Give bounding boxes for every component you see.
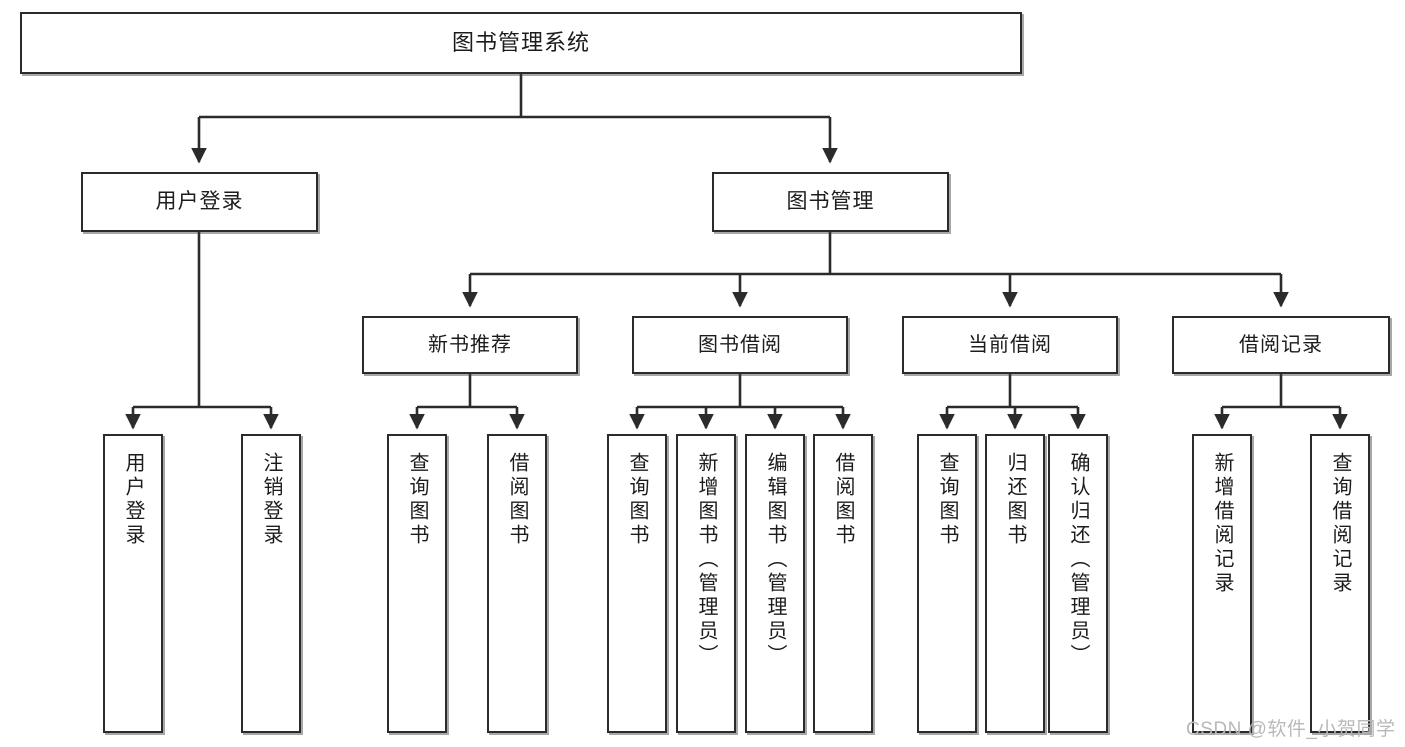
leaf-user-login-login[interactable]: 用户登录 — [103, 434, 163, 733]
node-label: 新书推荐 — [428, 333, 512, 356]
node-label: 图书管理 — [786, 189, 875, 213]
leaf-book-borrow-borrow[interactable]: 借阅图书 — [813, 434, 873, 733]
node-label: 注销登录 — [260, 452, 282, 548]
leaf-book-borrow-edit[interactable]: 编辑图书（管理员） — [745, 434, 805, 733]
node-label: 查询图书 — [406, 452, 428, 548]
node-label: 确认归还（管理员） — [1067, 452, 1089, 668]
node-book-management[interactable]: 图书管理 — [712, 172, 949, 232]
leaf-current-borrow-confirm-return[interactable]: 确认归还（管理员） — [1048, 434, 1108, 733]
leaf-borrow-record-query[interactable]: 查询借阅记录 — [1310, 434, 1370, 733]
node-label: 当前借阅 — [968, 333, 1052, 356]
leaf-user-login-logout[interactable]: 注销登录 — [241, 434, 301, 733]
node-label: 新增图书（管理员） — [695, 452, 717, 668]
node-new-book-recommend[interactable]: 新书推荐 — [362, 316, 578, 374]
node-label: 借阅记录 — [1239, 333, 1323, 356]
leaf-book-borrow-query[interactable]: 查询图书 — [607, 434, 667, 733]
node-label: 查询图书 — [936, 452, 958, 548]
node-label: 编辑图书（管理员） — [764, 452, 786, 668]
node-label: 查询借阅记录 — [1329, 452, 1351, 596]
node-label: 归还图书 — [1004, 452, 1026, 548]
node-label: 用户登录 — [155, 189, 244, 213]
leaf-new-book-query[interactable]: 查询图书 — [387, 434, 447, 733]
node-label: 借阅图书 — [506, 452, 528, 548]
node-root-system[interactable]: 图书管理系统 — [20, 12, 1022, 74]
node-borrow-record[interactable]: 借阅记录 — [1172, 316, 1390, 374]
node-label: 新增借阅记录 — [1211, 452, 1233, 596]
leaf-current-borrow-query[interactable]: 查询图书 — [917, 434, 977, 733]
node-book-borrow[interactable]: 图书借阅 — [632, 316, 848, 374]
node-current-borrow[interactable]: 当前借阅 — [902, 316, 1118, 374]
leaf-current-borrow-return[interactable]: 归还图书 — [985, 434, 1045, 733]
node-user-login[interactable]: 用户登录 — [81, 172, 318, 232]
node-label: 图书借阅 — [698, 333, 782, 356]
node-label: 借阅图书 — [832, 452, 854, 548]
node-label: 用户登录 — [122, 452, 144, 548]
leaf-new-book-borrow[interactable]: 借阅图书 — [487, 434, 547, 733]
node-label: 查询图书 — [626, 452, 648, 548]
leaf-book-borrow-add[interactable]: 新增图书（管理员） — [676, 434, 736, 733]
leaf-borrow-record-add[interactable]: 新增借阅记录 — [1192, 434, 1252, 733]
node-label: 图书管理系统 — [451, 30, 590, 56]
